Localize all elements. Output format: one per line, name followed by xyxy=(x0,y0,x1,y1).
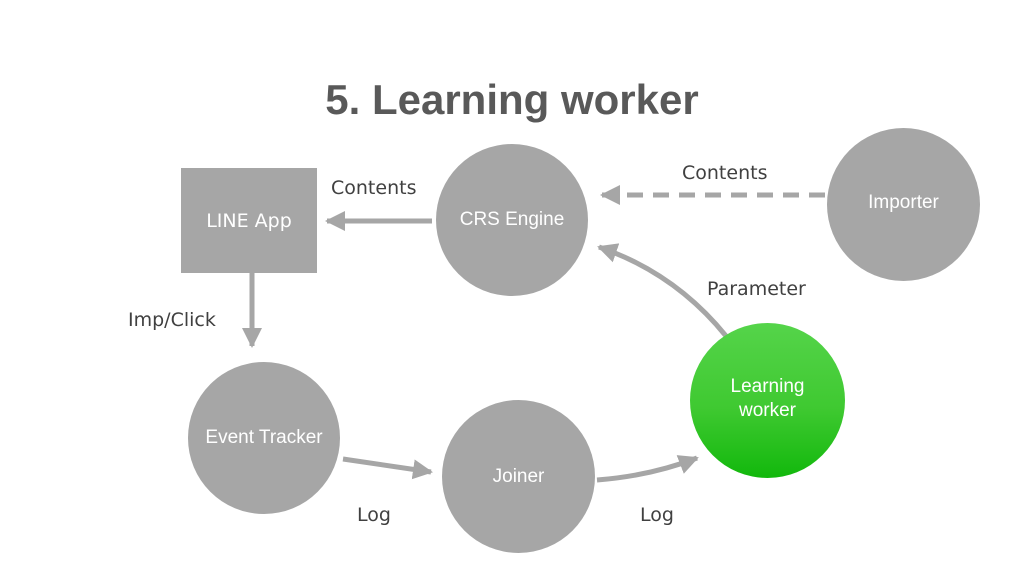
edge-label-joiner-to-worker: Log xyxy=(640,504,674,526)
edge-label-tracker-to-joiner: Log xyxy=(357,504,391,526)
line-app-label: LINE App xyxy=(206,209,292,232)
crs-engine-label: CRS Engine xyxy=(459,209,565,230)
slide-title: 5. Learning worker xyxy=(325,76,699,123)
arrow-tracker-to-joiner xyxy=(342,456,433,480)
learning-worker-node: Learning worker xyxy=(690,323,845,478)
importer-label: Importer xyxy=(868,191,939,213)
line-app-node: LINE App xyxy=(181,168,317,273)
edge-label-importer-to-crs: Contents xyxy=(682,162,768,184)
arrow-worker-to-crs xyxy=(597,243,728,338)
arrow-joiner-to-worker xyxy=(596,455,699,483)
edge-label-worker-to-crs: Parameter xyxy=(707,278,806,300)
joiner-node: Joiner xyxy=(442,400,595,553)
edge-label-app-to-tracker: Imp/Click xyxy=(128,309,216,331)
event-tracker-label: Event Tracker xyxy=(205,427,323,448)
event-tracker-node: Event Tracker xyxy=(188,362,340,514)
crs-engine-node: CRS Engine xyxy=(436,144,588,296)
edge-label-crs-to-app: Contents xyxy=(331,177,417,199)
importer-node: Importer xyxy=(827,128,980,281)
learning-worker-label: Learning worker xyxy=(730,375,805,421)
joiner-label: Joiner xyxy=(492,465,545,487)
